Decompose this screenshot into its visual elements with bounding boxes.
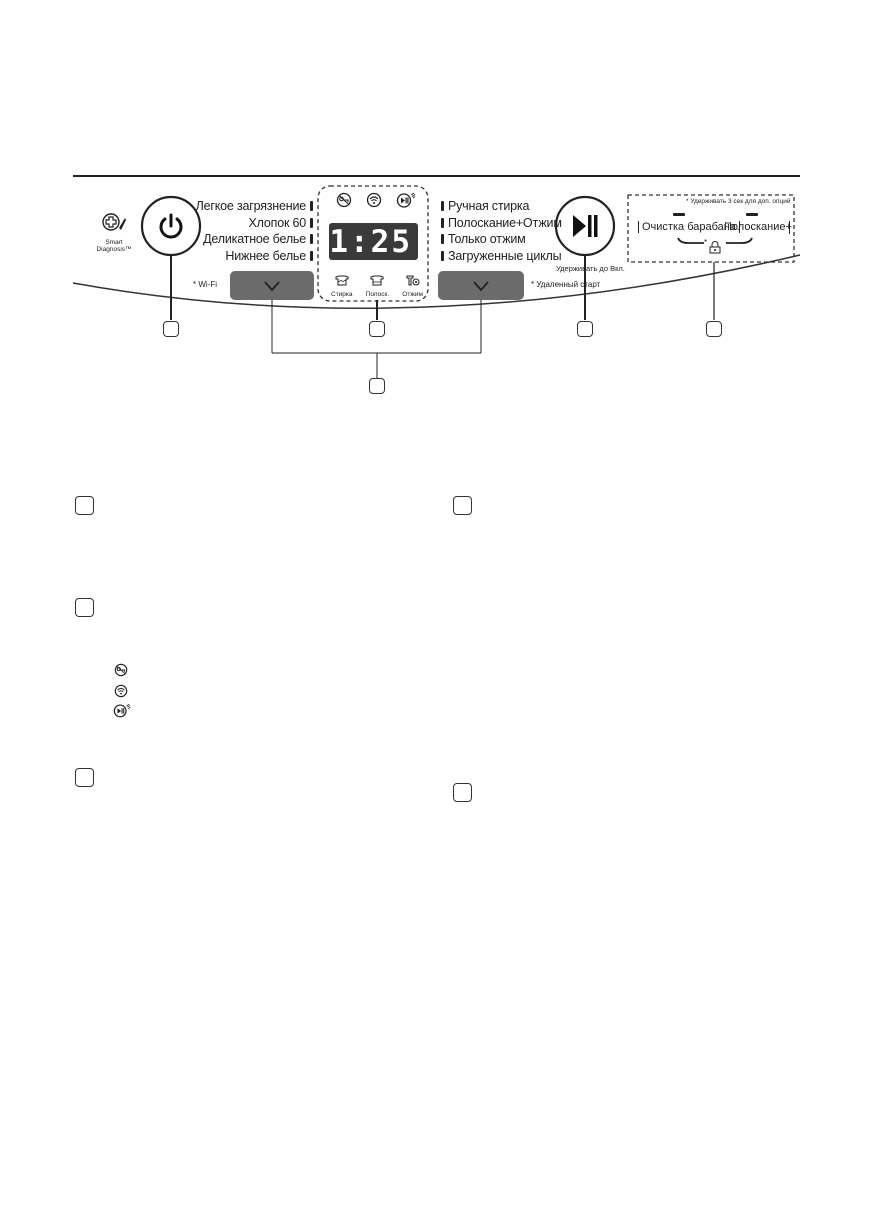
- callout-start-pause: [577, 321, 593, 337]
- play-pause-icon: [573, 215, 598, 237]
- program-down-button-left[interactable]: [230, 271, 314, 300]
- callout-options: [706, 321, 722, 337]
- wifi-icon: [366, 192, 382, 208]
- lock-marker: *: [704, 238, 708, 247]
- program-delicates[interactable]: Деликатное белье: [195, 231, 313, 248]
- option-indicator-rinse-plus: [746, 213, 758, 216]
- spin-icon: [406, 275, 420, 286]
- top-rule: [73, 175, 800, 177]
- hold-to-on-label: Удерживать до Вкл.: [556, 264, 625, 273]
- remote-start-label: * Удаленный старт: [531, 280, 601, 289]
- time-display: 1:25: [329, 223, 418, 260]
- remaining-time: 1:25: [329, 223, 412, 260]
- smart-diagnosis-icon: [102, 213, 126, 231]
- chevron-down-icon: [473, 280, 489, 291]
- legend-wifi-icon: [114, 684, 128, 698]
- wifi-label: * Wi-Fi: [193, 280, 217, 289]
- child-lock-icon: [336, 192, 352, 208]
- program-down-button-right[interactable]: [438, 271, 524, 300]
- option-rinse-plus[interactable]: Полоскание+: [724, 221, 792, 233]
- stage-spin: Отжим: [402, 273, 423, 298]
- legend-child-lock-icon: [114, 663, 128, 677]
- description-marker-4: [453, 496, 472, 515]
- program-rinse-spin[interactable]: Полоскание+Отжим: [441, 215, 571, 232]
- callout-display: [369, 321, 385, 337]
- remote-start-icon: [396, 192, 416, 208]
- power-button[interactable]: [142, 197, 200, 255]
- legend-remote-start-icon: [113, 703, 131, 718]
- option-divider: [789, 221, 790, 234]
- start-pause-button[interactable]: [556, 197, 614, 255]
- option-drum-clean[interactable]: Очистка барабана: [638, 221, 740, 233]
- program-spin-only[interactable]: Только отжим: [441, 231, 571, 248]
- description-marker-1: [75, 496, 94, 515]
- wash-icon: [335, 275, 349, 286]
- option-indicator-drum-clean: [673, 213, 685, 216]
- stage-rinse: Полоск.: [366, 273, 389, 298]
- stage-wash: Стирка: [331, 273, 353, 298]
- rinse-icon: [370, 275, 384, 286]
- status-icons: [336, 192, 416, 210]
- program-downloaded-cycles[interactable]: Загруженные циклы: [441, 248, 571, 265]
- program-list-right: Ручная стирка Полоскание+Отжим Только от…: [441, 198, 571, 264]
- description-marker-2: [75, 598, 94, 617]
- options-hint: * Удерживать 3 сек для доп. опций: [686, 198, 791, 205]
- program-hand-wash[interactable]: Ручная стирка: [441, 198, 571, 215]
- lock-icon: [709, 241, 721, 254]
- smart-diagnosis: Smart Diagnosis™: [92, 212, 136, 254]
- program-list-left: Легкое загрязнение Хлопок 60 Деликатное …: [195, 198, 313, 264]
- callout-program-selector: [369, 378, 385, 394]
- callout-power: [163, 321, 179, 337]
- power-icon: [159, 213, 183, 239]
- program-underwear[interactable]: Нижнее белье: [195, 248, 313, 265]
- chevron-down-icon: [264, 280, 280, 291]
- description-marker-3: [75, 768, 94, 787]
- program-cotton-60[interactable]: Хлопок 60: [195, 215, 313, 232]
- description-marker-5: [453, 783, 472, 802]
- stage-indicators: Стирка Полоск. Отжим: [331, 273, 423, 298]
- program-light-cleaning[interactable]: Легкое загрязнение: [195, 198, 313, 215]
